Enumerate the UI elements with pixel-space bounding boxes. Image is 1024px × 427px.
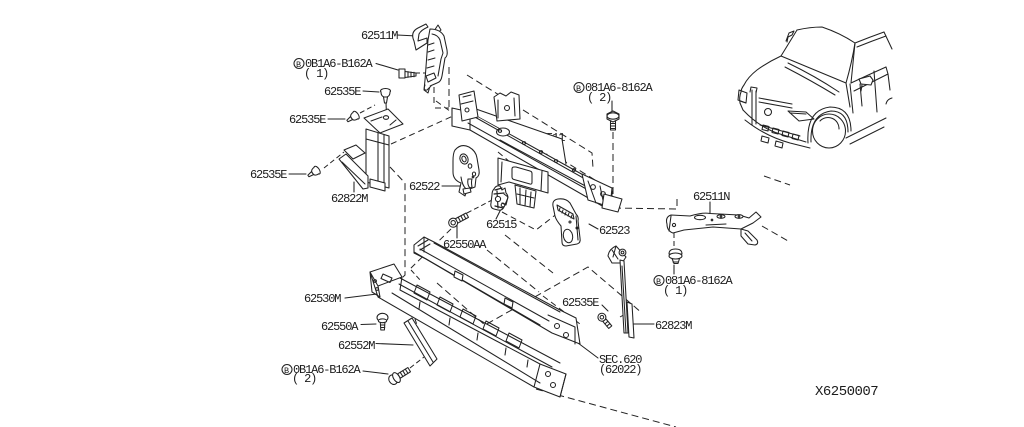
svg-text:X6250007: X6250007: [815, 384, 878, 400]
svg-text:62550A: 62550A: [321, 320, 359, 334]
svg-text:0B1A6-B162A: 0B1A6-B162A: [293, 363, 362, 377]
svg-text:0B1A6-B162A: 0B1A6-B162A: [305, 57, 374, 71]
svg-text:62511M: 62511M: [361, 29, 398, 43]
svg-text:( 2): ( 2): [292, 372, 316, 386]
svg-text:62535E: 62535E: [289, 113, 326, 127]
svg-text:B: B: [296, 60, 301, 70]
svg-text:(62022): (62022): [599, 363, 641, 377]
svg-text:( 2): ( 2): [587, 91, 611, 105]
svg-text:62535E: 62535E: [250, 168, 287, 182]
svg-text:62530M: 62530M: [304, 292, 341, 306]
svg-text:( 1): ( 1): [304, 67, 328, 81]
svg-text:081A6-8162A: 081A6-8162A: [665, 274, 734, 288]
svg-text:62522: 62522: [409, 180, 440, 194]
svg-text:62822M: 62822M: [331, 192, 368, 206]
svg-text:B: B: [576, 84, 581, 94]
svg-text:62535E: 62535E: [324, 85, 361, 99]
svg-text:62550AA: 62550AA: [443, 238, 487, 252]
svg-text:081A6-8162A: 081A6-8162A: [585, 81, 654, 95]
svg-text:62515: 62515: [486, 218, 517, 232]
svg-text:62552M: 62552M: [338, 339, 375, 353]
svg-text:62823M: 62823M: [655, 319, 692, 333]
svg-text:SEC.620: SEC.620: [599, 353, 642, 367]
svg-text:B: B: [656, 277, 661, 287]
svg-text:62535E: 62535E: [562, 296, 599, 310]
svg-text:( 1): ( 1): [663, 284, 687, 298]
svg-text:62523: 62523: [599, 224, 630, 238]
svg-text:62511N: 62511N: [693, 190, 730, 204]
svg-text:B: B: [284, 366, 289, 376]
